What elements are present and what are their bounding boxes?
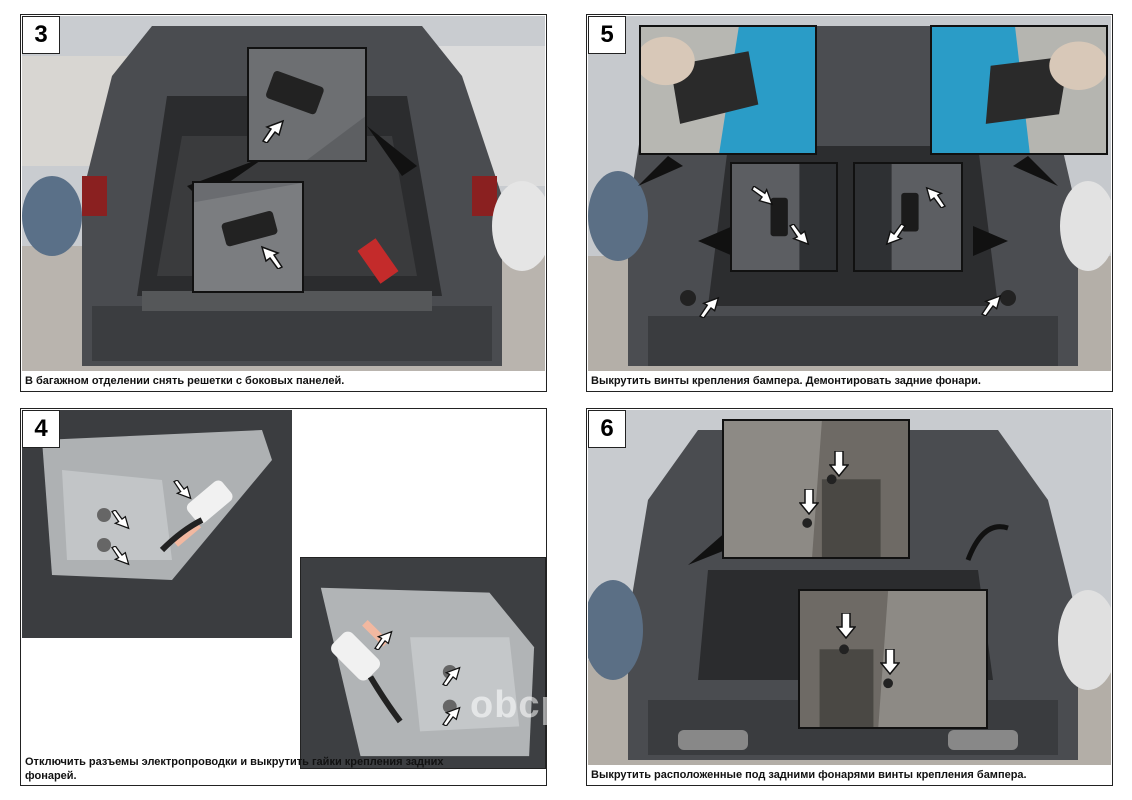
arrow-icon — [442, 666, 461, 686]
step-panel-3: 3 В багажном отделении снять решетки с б… — [20, 14, 547, 392]
step-panel-5: 5 Выкрутить винты крепления бампера. Дем… — [586, 14, 1113, 392]
inset-left-light-removal — [639, 25, 817, 155]
arrow-down-icon — [836, 613, 856, 639]
arrow-down-icon — [829, 451, 849, 477]
step-caption: Выкрутить расположенные под задними фона… — [591, 769, 1027, 781]
inset-right-screws — [853, 162, 963, 272]
arrow-down-icon — [799, 489, 819, 515]
step-panel-6: 6 Выкрутить расположенные под задними фо… — [586, 408, 1113, 786]
inset-lower-vent — [192, 181, 304, 293]
inset-right-bumper-screws — [798, 589, 988, 729]
arrow-icon — [260, 245, 284, 269]
step-panel-4: 4 Отключить разъемы электропроводки и вы… — [20, 408, 547, 786]
arrow-icon — [111, 546, 130, 566]
arrow-down-icon — [880, 649, 900, 675]
step-number: 5 — [588, 16, 626, 54]
step-number: 4 — [22, 410, 60, 448]
watermark-logo: obcp.ru — [470, 684, 584, 727]
arrow-icon — [173, 480, 192, 500]
step-caption: Выкрутить винты крепления бампера. Демон… — [591, 375, 981, 387]
arrow-icon — [751, 186, 774, 206]
inset-right-light-removal — [930, 25, 1108, 155]
arrow-icon — [980, 294, 1002, 316]
light-housing-photo-lower — [300, 557, 546, 769]
step-caption: Отключить разъемы электропроводки и выкр… — [25, 756, 444, 782]
step-number: 6 — [588, 410, 626, 448]
arrow-icon — [925, 186, 947, 208]
inset-left-screws — [730, 162, 838, 272]
step-number: 3 — [22, 16, 60, 54]
arrow-icon — [111, 510, 130, 530]
arrow-icon — [885, 224, 907, 246]
inset-upper-vent — [247, 47, 367, 162]
light-housing-photo-upper — [22, 410, 292, 638]
watermark-main: obcp — [470, 684, 565, 726]
arrow-icon — [261, 119, 285, 143]
arrow-icon — [442, 706, 461, 726]
arrow-icon — [374, 630, 393, 650]
inset-left-bumper-screws — [722, 419, 910, 559]
step-caption: В багажном отделении снять решетки с бок… — [25, 375, 345, 387]
watermark-suffix: .ru — [564, 704, 585, 720]
arrow-icon — [788, 224, 810, 246]
arrow-icon — [698, 296, 720, 318]
